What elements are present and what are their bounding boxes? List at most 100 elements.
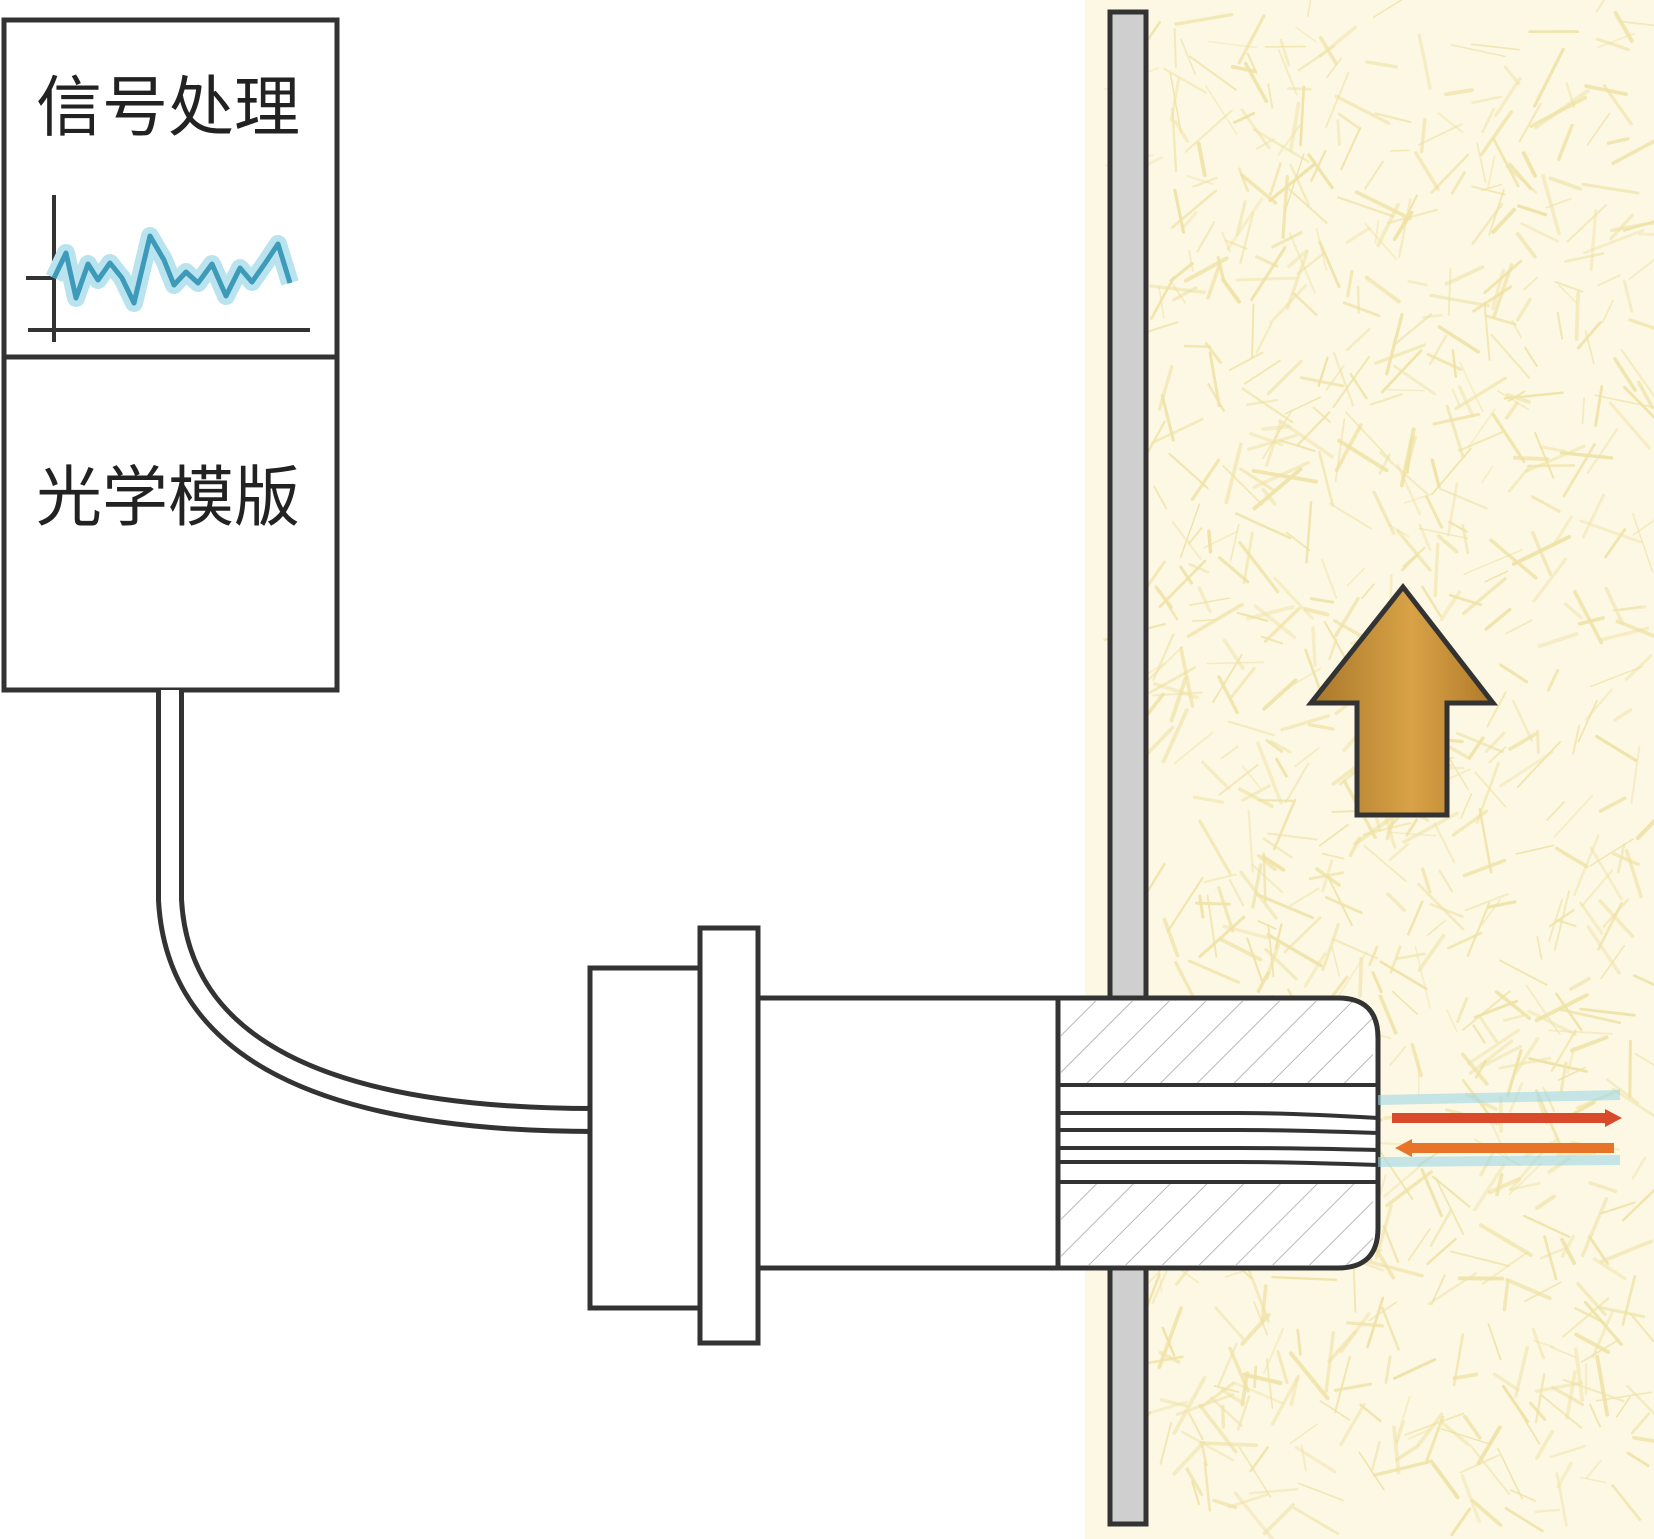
fiber-strand: [1395, 1444, 1420, 1462]
fiber-strand: [1529, 95, 1587, 129]
fiber-strand: [1358, 957, 1364, 998]
fiber-strand: [1268, 162, 1317, 202]
fiber-strand: [1622, 279, 1634, 313]
fiber-strand: [1481, 183, 1503, 192]
fiber-strand: [1334, 1355, 1351, 1414]
fiber-strand: [1361, 583, 1375, 599]
fiber-strand: [1484, 570, 1509, 583]
fiber-strand: [1626, 1451, 1650, 1468]
probe-tip: [1055, 995, 1381, 1271]
fiber-strand: [1292, 292, 1318, 317]
fiber-strand: [1598, 796, 1627, 813]
fiber-strand: [1172, 286, 1198, 302]
fiber-strand: [1532, 1339, 1556, 1349]
fiber-strand: [1468, 1039, 1514, 1075]
fiber-strand: [1296, 411, 1331, 446]
fiber-strand: [1461, 524, 1470, 555]
fiber-strand: [1574, 290, 1580, 341]
fiber-strand: [1206, 265, 1221, 300]
fiber-strand: [1586, 924, 1621, 975]
fiber-strand: [1170, 281, 1187, 304]
fiber-strand: [1580, 1338, 1620, 1363]
fiber-strand: [1246, 52, 1258, 74]
fiber-strand: [1403, 493, 1431, 504]
fiber-strand: [1446, 482, 1459, 537]
fiber-strand: [1577, 699, 1598, 743]
fiber-strand: [1606, 137, 1630, 145]
fiber-strand: [1169, 262, 1194, 283]
fiber-strand: [1295, 26, 1317, 43]
fiber-strand: [1471, 95, 1503, 104]
fiber-strand: [1629, 1312, 1654, 1343]
fiber-strand: [1389, 945, 1402, 974]
fiber-strand: [1304, 648, 1322, 692]
fiber-strand: [1592, 1257, 1627, 1281]
fiber-strand: [1175, 1266, 1191, 1286]
fiber-strand: [1556, 919, 1577, 928]
fiber-strand: [1327, 876, 1353, 926]
fiber-strand: [1537, 631, 1579, 649]
fiber-strand: [1456, 996, 1469, 1023]
fiber-strand: [1463, 549, 1523, 576]
fiber-strand: [1386, 388, 1425, 392]
fiber-strand: [1534, 1381, 1583, 1393]
fiber-strand: [1579, 901, 1604, 935]
fiber-strand: [1376, 202, 1400, 248]
fiber-strand: [1325, 896, 1363, 915]
fiber-strand: [1483, 301, 1491, 361]
fiber-strand: [1148, 284, 1207, 294]
fiber-strand: [1426, 1237, 1457, 1266]
fiber-strand: [1540, 1394, 1583, 1429]
fiber-strand: [1277, 49, 1298, 96]
fiber-strand: [1322, 852, 1345, 860]
fiber-strand: [1407, 1228, 1431, 1262]
fiber-strand: [1161, 708, 1189, 764]
fiber-strand: [1512, 455, 1550, 462]
fiber-strand: [1239, 467, 1274, 491]
fiber-strand: [1208, 351, 1221, 408]
fiber-strand: [1328, 638, 1338, 661]
fiber-strand: [1433, 822, 1456, 864]
fiber-strand: [1237, 14, 1266, 65]
fiber-strand: [1441, 1421, 1470, 1447]
fiber-strand: [1157, 1306, 1183, 1369]
fiber-strand: [1221, 231, 1232, 253]
fiber-strand: [1498, 1056, 1552, 1070]
fiber-strand: [1286, 187, 1328, 224]
fiber-strand: [1613, 10, 1634, 43]
fiber-strand: [1533, 47, 1565, 108]
fiber-strand: [1256, 741, 1283, 805]
fiber-strand: [1246, 605, 1295, 621]
fiber-strand: [1280, 714, 1330, 732]
fiber-strand: [1168, 452, 1209, 490]
fiber-strand: [1279, 38, 1291, 67]
fiber-strand: [1620, 348, 1654, 398]
fiber-strand: [1425, 495, 1444, 529]
fiber-strand: [1490, 333, 1531, 379]
fiber-strand: [1218, 764, 1259, 796]
fiber-strand: [1206, 894, 1218, 958]
fiber-strand: [1371, 970, 1383, 994]
fiber-strand: [1392, 990, 1418, 1015]
fiber-strand: [1374, 343, 1427, 365]
fiber-strand: [1631, 1156, 1647, 1180]
fiber-strand: [1144, 420, 1166, 457]
fiber-strand: [1466, 902, 1491, 957]
fiber-strand: [1539, 445, 1567, 453]
fiber-strand: [1497, 1448, 1523, 1500]
fiber-strand: [1447, 267, 1452, 316]
fiber-strand: [1229, 666, 1256, 699]
fiber-strand: [1505, 1277, 1552, 1301]
fiber-strand: [1348, 836, 1362, 857]
fiber-strand: [1444, 265, 1485, 286]
fiber-strand: [1396, 529, 1432, 572]
fiber-strand: [1584, 688, 1613, 721]
fiber-strand: [1277, 124, 1301, 156]
fiber-strand: [1238, 787, 1274, 809]
fiber-strand: [1454, 376, 1508, 411]
fiber-strand: [1523, 276, 1539, 291]
fiber-strand: [1296, 252, 1325, 275]
fiber-strand: [1160, 394, 1175, 442]
fiber-strand: [1516, 741, 1561, 789]
fiber-strand: [1394, 1396, 1411, 1443]
